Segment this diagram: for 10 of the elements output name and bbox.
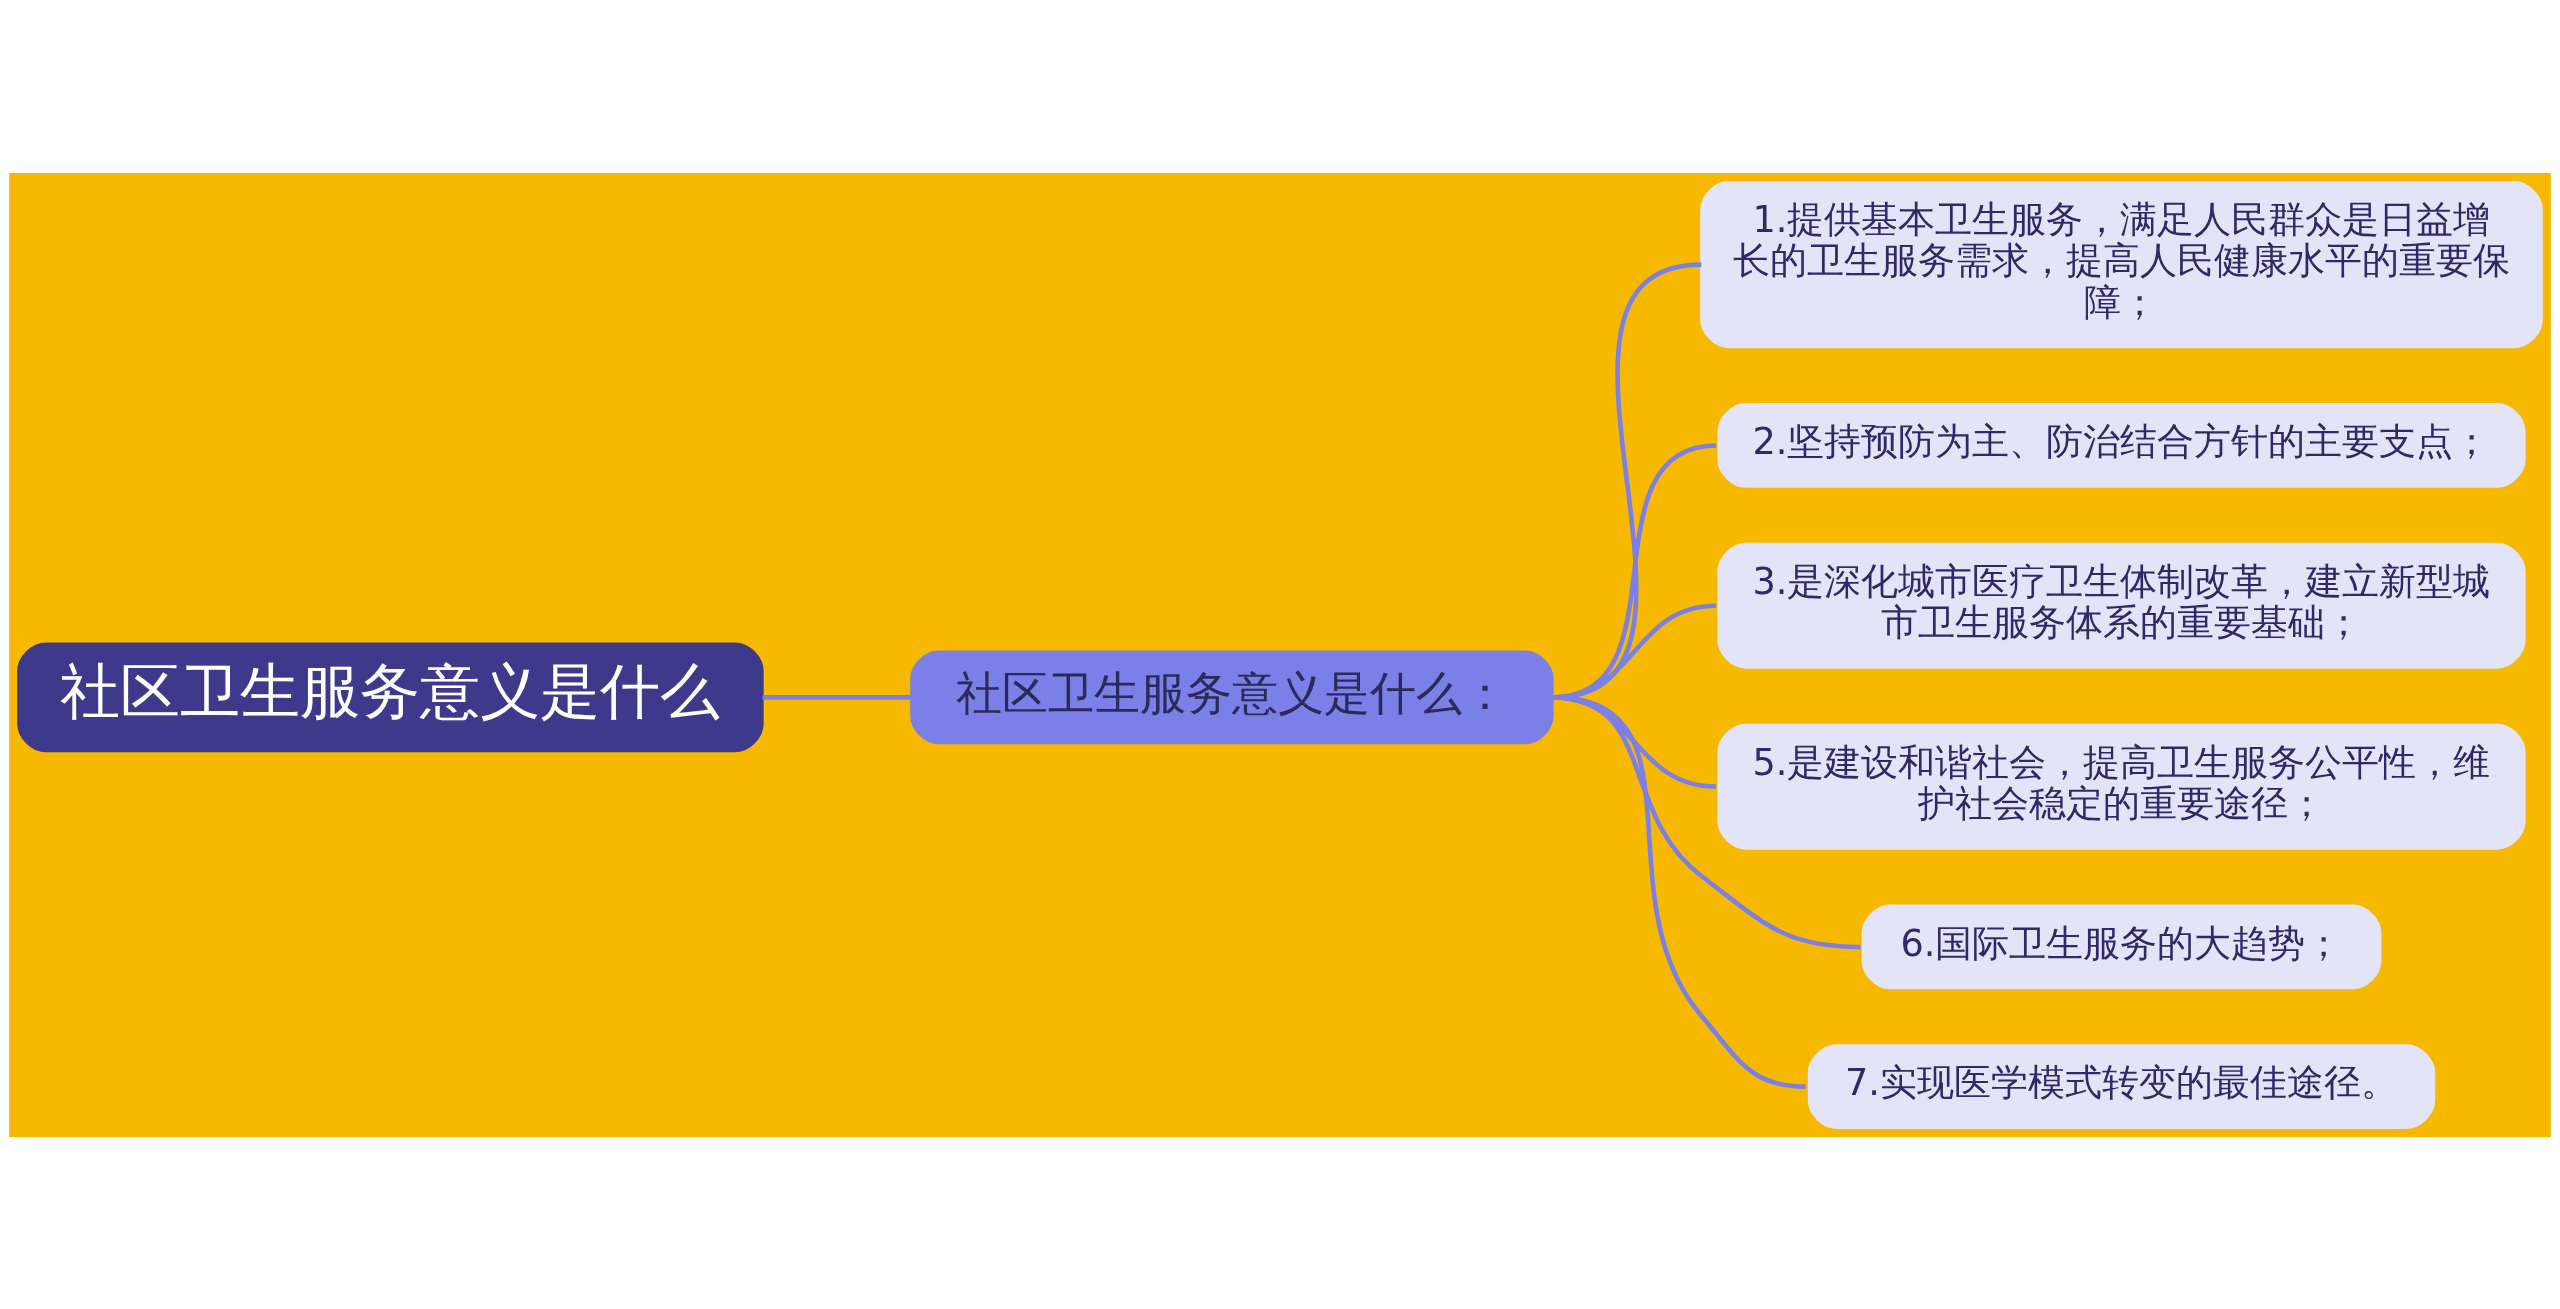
node-box: 6.国际卫生服务的大趋势； xyxy=(1861,904,2382,989)
node-box: 5.是建设和谐社会，提高卫生服务公平性，维护社会稳定的重要途径； xyxy=(1717,723,2526,850)
node-box: 社区卫生服务意义是什么： xyxy=(910,649,1554,744)
node-box: 7.实现医学模式转变的最佳途径。 xyxy=(1807,1043,2436,1129)
connector xyxy=(1552,694,1806,1089)
node-box: 社区卫生服务意义是什么 xyxy=(17,641,764,752)
node-box: 2.坚持预防为主、防治结合方针的主要支点； xyxy=(1717,402,2526,488)
connector xyxy=(762,694,912,700)
node-box: 3.是深化城市医疗卫生体制改革，建立新型城市卫生服务体系的重要基础； xyxy=(1717,542,2526,669)
node-box: 1.提供基本卫生服务，满足人民群众是日益增长的卫生服务需求，提高人民健康水平的重要保障； xyxy=(1700,180,2543,348)
